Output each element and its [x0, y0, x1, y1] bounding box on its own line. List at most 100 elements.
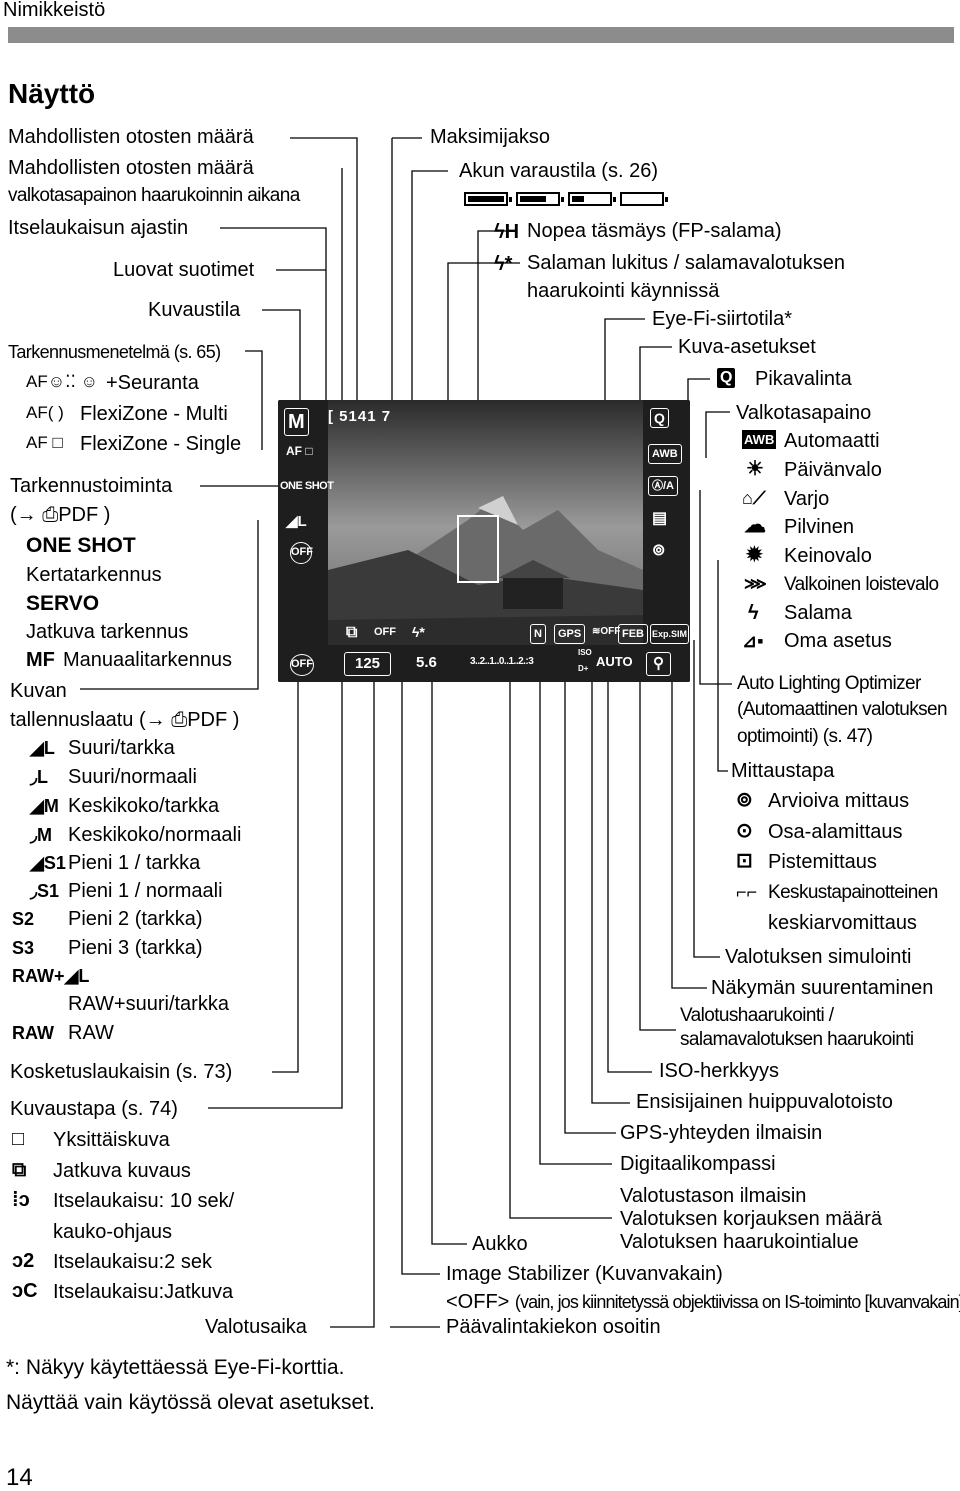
- drive-item: Yksittäiskuva: [53, 1129, 170, 1151]
- lcd-filter-icon[interactable]: OFF: [290, 542, 313, 564]
- label-exp-comp: Valotuksen korjauksen määrä: [620, 1208, 882, 1230]
- quality-icon: ◞M: [30, 825, 52, 845]
- lcd-awb-icon[interactable]: AWB: [648, 444, 682, 464]
- lcd-quick-icon[interactable]: Q: [650, 408, 669, 428]
- wb-icon: ⌂⟋: [742, 488, 766, 508]
- quality-item: Suuri/tarkka: [68, 737, 175, 759]
- drive-icon: ⁞ↄ: [12, 1189, 30, 1211]
- quality-icon: ◢S1: [30, 853, 66, 873]
- label-af-single: FlexiZone - Single: [80, 433, 242, 455]
- lcd-touch-shutter[interactable]: OFF: [290, 654, 314, 676]
- quality-item: Pieni 1 / normaali: [68, 880, 223, 902]
- metering-icon: ⊡: [736, 850, 753, 872]
- wb-item: Varjo: [784, 488, 830, 510]
- label-aeb-2: salamavalotuksen haarukointi: [680, 1029, 914, 1050]
- wb-item: Keinovalo: [784, 545, 872, 567]
- quality-icon: ◞L: [30, 767, 48, 787]
- drive-item: kauko-ohjaus: [53, 1221, 172, 1243]
- quality-item: Keskikoko/normaali: [68, 824, 242, 846]
- lcd-shutter-speed[interactable]: 125: [344, 652, 392, 676]
- battery-levels: [464, 190, 672, 208]
- label-shots-wb-bracket: Mahdollisten otosten määrä: [8, 157, 254, 179]
- drive-icon: ↄC: [12, 1280, 38, 1302]
- label-metering: Mittaustapa: [731, 760, 835, 782]
- label-shots-remaining: Mahdollisten otosten määrä: [8, 126, 254, 148]
- metering-item: Pistemittaus: [768, 851, 877, 873]
- lcd-style-icon[interactable]: ▤: [652, 510, 668, 527]
- label-aeb: Valotushaarukointi /: [680, 1005, 834, 1026]
- af-multi-icon: AF( ): [26, 403, 64, 422]
- lcd-iso-label: ISO: [578, 648, 592, 657]
- battery-empty-icon: [620, 191, 668, 206]
- label-fe-lock: Salaman lukitus / salamavalotuksen: [527, 252, 845, 274]
- quality-item: Pieni 1 / tarkka: [68, 852, 201, 874]
- footnote-settings: Näyttää vain käytössä olevat asetukset.: [6, 1391, 375, 1414]
- drive-icon: ⧉: [12, 1159, 27, 1181]
- header-bar: [8, 27, 954, 43]
- label-self-timer: Itselaukaisun ajastin: [8, 217, 189, 239]
- quality-item: Suuri/normaali: [68, 766, 197, 788]
- metering-item: Arvioiva mittaus: [768, 790, 910, 812]
- is-off-suffix: (vain, jos kiinnitetyssä objektiivissa o…: [514, 1292, 960, 1312]
- wb-item: Oma asetus: [784, 630, 892, 652]
- drive-item: Jatkuva kuvaus: [53, 1160, 191, 1182]
- label-one-shot: Kertatarkennus: [26, 564, 162, 586]
- label-servo: Jatkuva tarkennus: [26, 621, 189, 643]
- lcd-expsim-icon[interactable]: Exp.SIM: [650, 624, 690, 644]
- mf-icon: MF: [26, 649, 55, 671]
- footnote-eyefi: *: Näkyy käytettäessä Eye-Fi-korttia.: [6, 1356, 345, 1379]
- raw-l-icon: RAW+◢L: [12, 966, 90, 986]
- lcd-magnify-icon[interactable]: ⚲: [646, 652, 671, 676]
- lcd-exposure-scale[interactable]: 3..2..1..0..1..2.:3: [470, 656, 534, 667]
- label-alo-2: (Automaattinen valotuksen: [737, 699, 948, 720]
- lcd-stabilizer-off: OFF: [374, 626, 396, 638]
- metering-item: Osa-alamittaus: [768, 821, 903, 843]
- lcd-compass-icon: N: [530, 624, 546, 644]
- drive-icon: ↄ2: [12, 1250, 35, 1272]
- label-fp-flash: Nopea täsmäys (FP-salama): [527, 220, 782, 242]
- drive-item: Itselaukaisu:Jatkuva: [53, 1281, 234, 1303]
- lcd-quality-icon[interactable]: ◢L: [286, 513, 307, 530]
- wb-icon: ☁: [744, 512, 766, 537]
- label-touch-shutter: Kosketuslaukaisin (s. 73): [10, 1061, 233, 1083]
- wb-item: Päivänvalo: [784, 459, 882, 481]
- lcd-mode-icon[interactable]: M: [284, 408, 309, 436]
- label-highlight: Ensisijainen huippuvalotoisto: [636, 1091, 893, 1113]
- lcd-af-icon[interactable]: AF □: [286, 444, 313, 458]
- label-is-off: <OFF> (vain, jos kiinnitetyssä objektiiv…: [446, 1290, 960, 1314]
- battery-low-icon: [568, 191, 616, 206]
- metering-icon: ⊙: [736, 820, 753, 842]
- label-dial: Päävalintakiekon osoitin: [446, 1316, 661, 1338]
- lcd-iso-value[interactable]: AUTO: [596, 654, 633, 669]
- wb-icon: ϟ: [748, 602, 759, 624]
- label-af-method: Tarkennusmenetelmä (s. 65): [8, 342, 221, 362]
- one-shot-icon: ONE SHOT: [26, 534, 136, 557]
- label-max-burst: Maksimijakso: [430, 126, 551, 148]
- quality-icon: ◢M: [30, 796, 59, 816]
- label-af-multi: FlexiZone - Multi: [80, 403, 228, 425]
- lcd-eyefi-icon: ≋OFF: [592, 626, 621, 637]
- wb-item: Automaatti: [784, 430, 880, 452]
- label-drive: Kuvaustapa (s. 74): [10, 1098, 178, 1120]
- lcd-af-operation[interactable]: ONE SHOT: [280, 480, 334, 492]
- label-shutter-speed: Valotusaika: [205, 1316, 307, 1338]
- lcd-aperture[interactable]: 5.6: [416, 654, 437, 671]
- is-off-prefix: <OFF>: [446, 1291, 510, 1313]
- lcd-alo-icon[interactable]: Ⓐ/A: [648, 476, 678, 496]
- wb-icon: AWB: [742, 430, 777, 449]
- quality-item: Keskikoko/tarkka: [68, 795, 220, 817]
- label-gps: GPS-yhteyden ilmaisin: [620, 1122, 823, 1144]
- label-af-operation: Tarkennustoiminta: [10, 475, 173, 497]
- lcd-meter-icon[interactable]: ⊚: [652, 542, 666, 559]
- label-quality-2: tallennuslaatu (→ ⎙PDF ): [10, 709, 240, 731]
- label-quality: Kuvan: [10, 680, 67, 702]
- label-fe-lock-2: haarukointi käynnissä: [527, 280, 720, 302]
- quality-icon: ◞S1: [30, 881, 59, 901]
- metering-icon: ⊚: [736, 789, 753, 811]
- label-eyefi: Eye-Fi-siirtotila*: [652, 308, 793, 330]
- label-aeb-range: Valotuksen haarukointialue: [620, 1231, 859, 1253]
- label-raw: RAW: [68, 1022, 114, 1044]
- lcd-drive-icon[interactable]: ⧉: [346, 624, 358, 641]
- label-is: Image Stabilizer (Kuvanvakain): [446, 1263, 723, 1285]
